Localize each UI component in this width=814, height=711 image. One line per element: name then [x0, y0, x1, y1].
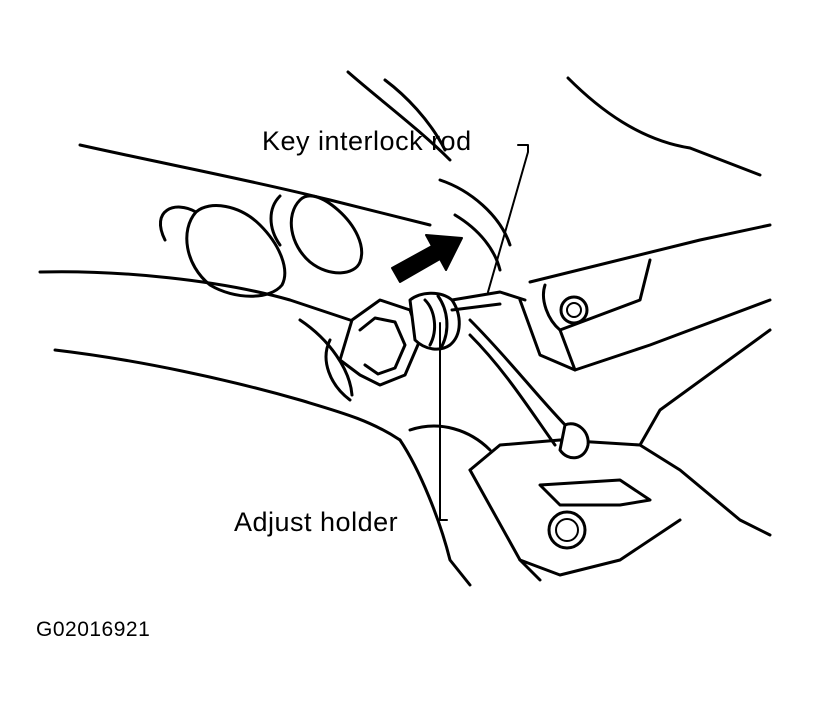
leader-line-rod [487, 144, 529, 293]
mounting-hole-upper [559, 295, 589, 325]
interlock-rod [450, 290, 590, 460]
upper-hand [78, 70, 512, 298]
figure-id: G02016921 [36, 618, 151, 641]
key-interlock-rod-label: Key interlock rod [262, 126, 472, 156]
adjust-holder-label: Adjust holder [234, 507, 399, 537]
bracket-housing [468, 76, 772, 582]
direction-arrow [391, 234, 463, 283]
lower-hand [38, 270, 492, 587]
mounting-hole-lower [547, 510, 587, 550]
adjust-holder-clip [324, 291, 461, 402]
leader-line-holder [439, 322, 448, 521]
